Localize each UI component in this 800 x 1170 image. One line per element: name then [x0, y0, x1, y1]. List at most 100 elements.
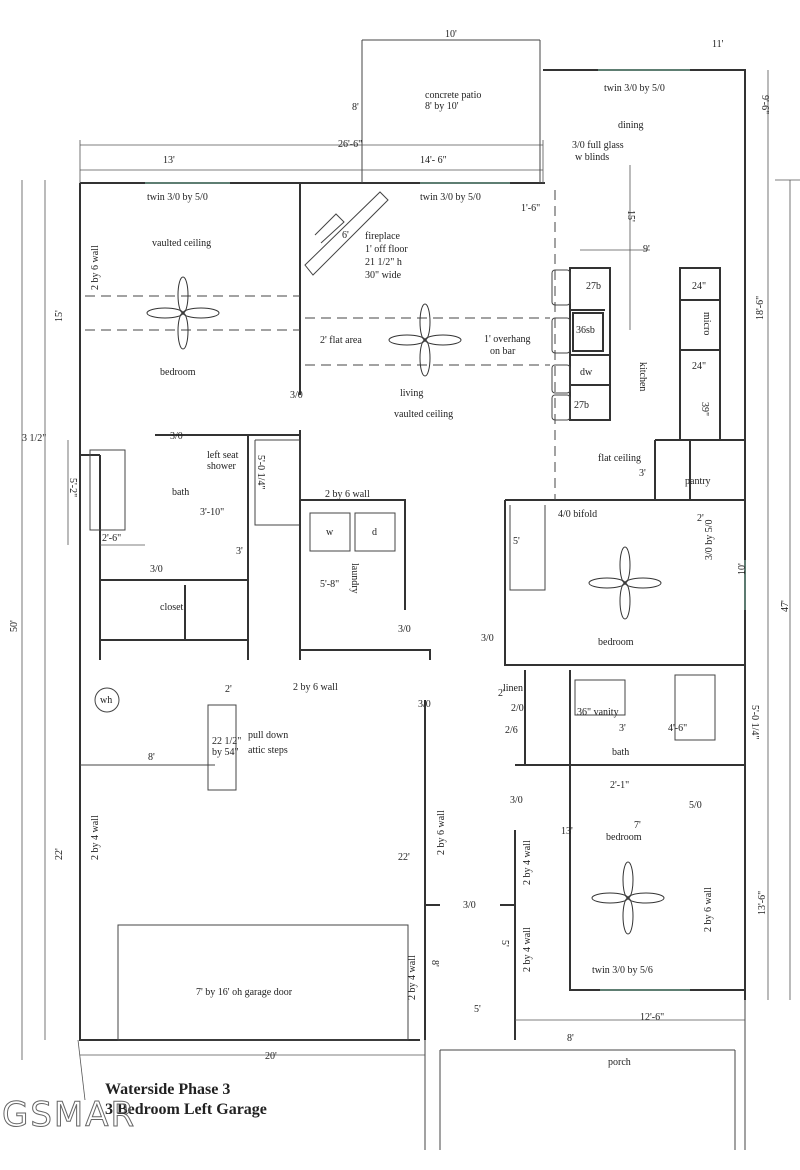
label: 14'- 6" — [420, 155, 447, 166]
label: 3 1/2" — [22, 433, 46, 444]
label: w blinds — [575, 152, 609, 163]
dimension-lines — [21, 70, 800, 1101]
label: 5/0 — [689, 800, 702, 811]
label: 13'-6" — [757, 891, 768, 915]
label: closet — [160, 602, 184, 613]
label: 15' — [625, 210, 636, 222]
label: 47' — [780, 600, 791, 612]
label: d — [372, 527, 377, 538]
label: twin 3/0 by 5/0 — [147, 192, 208, 203]
label: fireplace — [365, 231, 401, 242]
label: twin 3/0 by 5/0 — [604, 83, 665, 94]
label: 39" — [699, 402, 710, 416]
label: 3' — [236, 546, 243, 557]
label: 4/0 bifold — [558, 509, 597, 520]
label: 9' — [643, 244, 650, 255]
label: 3/0 — [463, 900, 476, 911]
label: 2'-1" — [610, 780, 629, 791]
label: 2/0 — [511, 703, 524, 714]
label: 2'-6" — [102, 533, 121, 544]
label: 13' — [163, 155, 175, 166]
label: 2 by 6 wall — [90, 245, 101, 290]
label: 3'-10" — [200, 507, 224, 518]
label: 8' by 10' — [425, 101, 459, 112]
label: 3' — [619, 723, 626, 734]
label: 15' — [54, 310, 65, 322]
label: twin 3/0 by 5/0 — [420, 192, 481, 203]
label: 2 by 4 wall — [407, 955, 418, 1000]
label: by 54" — [212, 747, 239, 758]
label: 7' by 16' oh garage door — [196, 987, 293, 998]
label: 8' — [567, 1033, 574, 1044]
label: attic steps — [248, 745, 288, 756]
label: bedroom — [598, 637, 634, 648]
label: 1' overhang — [484, 334, 531, 345]
ceiling-fan — [146, 276, 220, 350]
label: 5'-0 1/4" — [255, 455, 266, 490]
label: 3/0 — [510, 795, 523, 806]
label: bath — [612, 747, 629, 758]
label: pantry — [685, 476, 711, 487]
label: 5'-2" — [67, 478, 78, 497]
label: 24" — [692, 361, 706, 372]
label: 18'-6" — [755, 296, 766, 320]
ceiling-fan — [388, 303, 462, 377]
label: living — [400, 388, 423, 399]
label: on bar — [490, 346, 516, 357]
label: 3/0 — [150, 564, 163, 575]
label: 36sb — [576, 325, 595, 336]
label: 2 by 4 wall — [522, 840, 533, 885]
label: 7' — [634, 820, 641, 831]
label: 5' — [474, 1004, 481, 1015]
label: w — [326, 527, 334, 538]
label: 10' — [445, 29, 457, 40]
walls — [79, 39, 746, 1150]
label: dining — [618, 120, 644, 131]
label: 27b — [574, 400, 589, 411]
label: 9'-6" — [759, 95, 770, 114]
label: 5' — [499, 940, 510, 947]
label: vaulted ceiling — [394, 409, 453, 420]
plan-subtitle: 3 Bedroom Left Garage — [105, 1101, 267, 1118]
label: 12'-6" — [640, 1012, 664, 1023]
label: 27b — [586, 281, 601, 292]
plan-title: Waterside Phase 3 — [105, 1081, 230, 1098]
label: 30" wide — [365, 270, 402, 281]
label: 2 by 6 wall — [325, 489, 370, 500]
label: 50' — [9, 620, 20, 632]
label: dw — [580, 367, 593, 378]
watermark-logo: GSMAR — [2, 1095, 136, 1135]
label: 24" — [692, 281, 706, 292]
label: 3/0 — [398, 624, 411, 635]
label: 3/0 — [170, 431, 183, 442]
label: shower — [207, 461, 237, 472]
label: pull down — [248, 730, 288, 741]
label: porch — [608, 1057, 631, 1068]
label: bedroom — [606, 832, 642, 843]
label: 2/6 — [505, 725, 518, 736]
label: 2 by 4 wall — [522, 927, 533, 972]
label: 1'-6" — [521, 203, 540, 214]
label: 5'-8" — [320, 579, 339, 590]
label: 2' — [697, 513, 704, 524]
label: 5' — [513, 536, 520, 547]
label: 2 by 4 wall — [90, 815, 101, 860]
label: 13' — [561, 826, 573, 837]
label: 5'-0 1/4" — [749, 705, 760, 740]
label: 8' — [429, 960, 440, 967]
label: 2 by 6 wall — [436, 810, 447, 855]
label: twin 3/0 by 5/6 — [592, 965, 653, 976]
label: 3/0 full glass — [572, 140, 624, 151]
label: 8' — [352, 102, 359, 113]
ceiling-fan — [588, 546, 662, 620]
label: 36" vanity — [577, 707, 619, 718]
label: 11' — [712, 39, 724, 50]
label: 2 by 6 wall — [703, 887, 714, 932]
label: 3' — [639, 468, 646, 479]
ceiling-fan — [591, 861, 665, 935]
label: 10' — [737, 563, 748, 575]
plan-labels: 10' concrete patio 8' by 10' 8' 11' twin… — [9, 29, 791, 1068]
label: vaulted ceiling — [152, 238, 211, 249]
label: 3/0 by 5/0 — [704, 519, 715, 560]
